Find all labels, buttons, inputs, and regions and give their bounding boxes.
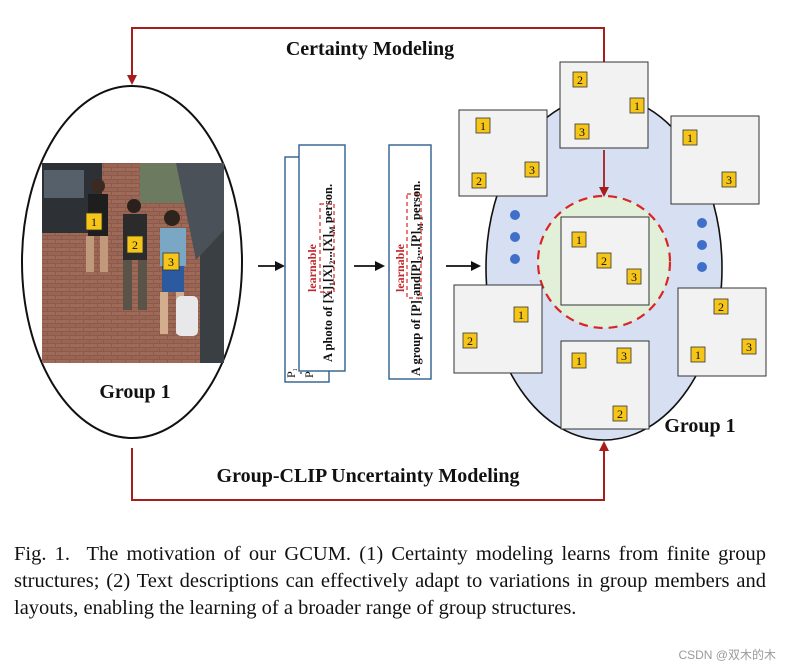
ellipsis-dots-right xyxy=(697,218,707,272)
layout-person-tag: 1 xyxy=(682,129,698,146)
group-layout-box: 2 1 3 xyxy=(677,287,767,377)
layout-person-tag: 2 xyxy=(612,405,628,422)
svg-text:3: 3 xyxy=(726,173,732,187)
layout-person-tag: 2 xyxy=(713,298,729,315)
svg-text:3: 3 xyxy=(746,340,752,354)
caption-label: Fig. 1. xyxy=(14,543,71,565)
layout-person-tag: 1 xyxy=(571,231,587,248)
photo-person-tag-3: 3 xyxy=(162,252,180,271)
layout-person-tag: 3 xyxy=(741,338,757,355)
layout-person-tag: 2 xyxy=(462,332,478,349)
layout-person-tag: 1 xyxy=(571,352,587,369)
layout-person-tag: 2 xyxy=(596,252,612,269)
group-label-right: Group 1 xyxy=(664,415,735,437)
svg-text:2: 2 xyxy=(601,254,607,268)
svg-text:P1: P1 xyxy=(284,368,299,378)
svg-text:A group of [P]1and[P]2...[P]M: A group of [P]1and[P]2...[P]M person. xyxy=(409,181,425,376)
photo-person-tag-1: 1 xyxy=(85,212,103,231)
svg-text:3: 3 xyxy=(529,163,535,177)
layout-person-tag: 3 xyxy=(524,161,540,178)
uncertainty-modeling-label: Group-CLIP Uncertainty Modeling xyxy=(217,465,520,487)
svg-text:1: 1 xyxy=(480,119,486,133)
layout-person-tag: 3 xyxy=(616,347,632,364)
svg-text:1: 1 xyxy=(634,99,640,113)
svg-text:3: 3 xyxy=(579,125,585,139)
uncertainty-loop xyxy=(131,441,609,501)
svg-text:1: 1 xyxy=(576,354,582,368)
photo-person-tag-2: 2 xyxy=(126,235,144,254)
caption-text: The motivation of our GCUM. (1) Certaint… xyxy=(14,543,767,619)
group-label-left: Group 1 xyxy=(99,381,170,403)
svg-text:2: 2 xyxy=(132,238,138,252)
group-layout-box: 1 2 3 xyxy=(560,340,650,430)
svg-text:1: 1 xyxy=(91,215,97,229)
group-layout-box: 13 xyxy=(670,115,760,205)
svg-text:2: 2 xyxy=(617,407,623,421)
certainty-modeling-label: Certainty Modeling xyxy=(286,38,454,60)
svg-text:2: 2 xyxy=(577,73,583,87)
svg-text:2: 2 xyxy=(476,174,482,188)
layout-person-tag: 3 xyxy=(626,268,642,285)
svg-text:2: 2 xyxy=(467,334,473,348)
group-layout-box: 1 2 3 xyxy=(560,216,650,306)
svg-text:1: 1 xyxy=(695,348,701,362)
watermark: CSDN @双木的木 xyxy=(678,648,776,662)
layout-person-tag: 1 xyxy=(475,117,491,134)
svg-text:1: 1 xyxy=(518,308,524,322)
layout-person-tag: 3 xyxy=(574,123,590,140)
layout-person-tag: 1 xyxy=(513,306,529,323)
group-layout-box: 12 xyxy=(453,284,543,374)
layout-person-tag: 1 xyxy=(690,346,706,363)
certainty-loop xyxy=(127,27,605,85)
figure-caption: Fig. 1. The motivation of our GCUM. (1) … xyxy=(14,541,766,622)
svg-text:2: 2 xyxy=(718,300,724,314)
svg-text:3: 3 xyxy=(621,349,627,363)
layout-person-tag: 1 xyxy=(629,97,645,114)
group-photo xyxy=(42,163,224,363)
svg-text:1: 1 xyxy=(576,233,582,247)
svg-text:learnable: learnable xyxy=(305,243,319,292)
figure-diagram: Certainty Modeling Group-CLIP Uncertaint… xyxy=(21,27,767,501)
svg-text:3: 3 xyxy=(168,255,174,269)
svg-text:1: 1 xyxy=(687,131,693,145)
svg-text:A photo of [X]1[X]2...[X]M per: A photo of [X]1[X]2...[X]M person. xyxy=(321,184,337,362)
group-layout-box: 1 2 3 xyxy=(458,109,548,197)
svg-text:3: 3 xyxy=(631,270,637,284)
layout-person-tag: 3 xyxy=(721,171,737,188)
layout-person-tag: 2 xyxy=(572,71,588,88)
layout-person-tag: 2 xyxy=(471,172,487,189)
ellipsis-dots-left xyxy=(510,210,520,264)
svg-text:learnable: learnable xyxy=(393,243,407,292)
group-layout-box: 2 1 3 xyxy=(559,61,649,149)
prompt-card-2: learnable A group of [P]1and[P]2...[P]M … xyxy=(388,144,432,380)
prompt-card-1: P1 P2 learnable A photo of [X]1[X]2...[X… xyxy=(284,144,346,383)
